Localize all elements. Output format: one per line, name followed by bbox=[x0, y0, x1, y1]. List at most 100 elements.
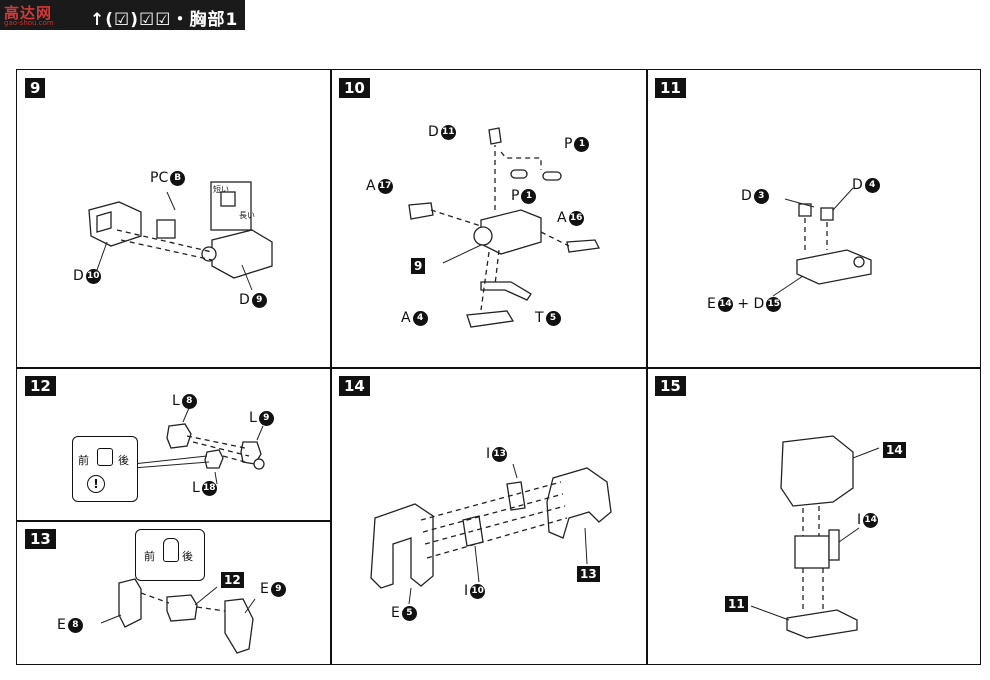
front-label: 前 bbox=[144, 550, 155, 563]
step-number: 12 bbox=[25, 376, 56, 396]
page-title: ↑(☑)☑☑・胸部1 bbox=[90, 10, 239, 30]
part-number: B bbox=[170, 170, 186, 186]
part-number: 4 bbox=[864, 177, 880, 193]
step-10-illustration bbox=[408, 127, 600, 328]
runner-letter: A bbox=[557, 210, 567, 226]
part-number: 15 bbox=[766, 296, 782, 312]
runner-letter: E bbox=[57, 617, 66, 633]
long-note: 長い bbox=[239, 211, 255, 220]
part-number: 9 bbox=[270, 581, 286, 597]
warning-icon: ! bbox=[87, 475, 105, 493]
part-number: 14 bbox=[717, 296, 733, 312]
step-13-illustration bbox=[100, 578, 256, 654]
runner-letter: A bbox=[366, 178, 376, 194]
runner-letter: D bbox=[73, 268, 84, 284]
sub-assembly-ref-11: 11 bbox=[725, 596, 748, 612]
plus-sign: + bbox=[737, 296, 750, 312]
step-number: 14 bbox=[339, 376, 370, 396]
runner-letter: E bbox=[260, 581, 269, 597]
orientation-note: 前 後 ! bbox=[72, 436, 138, 502]
back-label: 後 bbox=[118, 454, 129, 467]
runner-letter: I bbox=[486, 446, 491, 462]
step-number: 9 bbox=[25, 78, 46, 98]
part-number: 5 bbox=[401, 605, 417, 621]
short-note: 短い bbox=[213, 185, 229, 194]
runner-letter: E bbox=[391, 605, 400, 621]
step-12-illustration bbox=[132, 407, 265, 485]
step-number: 13 bbox=[25, 529, 56, 549]
runner-letter: I bbox=[857, 512, 862, 528]
runner-letter: P bbox=[511, 188, 520, 204]
runner-letter: L bbox=[249, 410, 257, 426]
orientation-part-icon bbox=[163, 538, 179, 562]
site-logo: 高达网 bbox=[4, 4, 53, 22]
step-number: 15 bbox=[655, 376, 686, 396]
part-number: 8 bbox=[67, 617, 83, 633]
step-number: 10 bbox=[339, 78, 370, 98]
runner-letter: PC bbox=[150, 170, 169, 186]
site-logo-url: gao-shou.com bbox=[4, 19, 54, 27]
part-number: 10 bbox=[85, 268, 101, 284]
orientation-part-icon bbox=[97, 448, 113, 466]
runner-letter: A bbox=[401, 310, 411, 326]
part-number: 13 bbox=[492, 446, 508, 462]
part-number: 1 bbox=[574, 136, 590, 152]
part-number: 11 bbox=[440, 124, 456, 140]
orientation-callout: 前 後 bbox=[135, 529, 205, 581]
part-number: 17 bbox=[377, 178, 393, 194]
step-11-illustration bbox=[772, 187, 872, 297]
runner-letter: E bbox=[707, 296, 716, 312]
runner-letter: D bbox=[741, 188, 752, 204]
part-number: 8 bbox=[181, 393, 197, 409]
runner-letter: T bbox=[535, 310, 544, 326]
sub-assembly-ref-13: 13 bbox=[577, 566, 600, 582]
part-number: 3 bbox=[753, 188, 769, 204]
part-number: 18 bbox=[201, 480, 217, 496]
part-number: 1 bbox=[521, 188, 537, 204]
runner-letter: P bbox=[564, 136, 573, 152]
step-15-illustration bbox=[750, 435, 880, 639]
step-9-illustration bbox=[88, 181, 273, 291]
manual-header: 高达网 gao-shou.com ↑(☑)☑☑・胸部1 bbox=[0, 0, 245, 30]
part-number: 9 bbox=[258, 410, 274, 426]
sub-assembly-ref-12: 12 bbox=[221, 572, 244, 588]
part-number: 16 bbox=[568, 210, 584, 226]
runner-letter: I bbox=[464, 583, 469, 599]
sub-assembly-ref-14: 14 bbox=[883, 442, 906, 458]
runner-letter: L bbox=[192, 480, 200, 496]
runner-letter: D bbox=[753, 296, 765, 312]
runner-letter: D bbox=[239, 292, 250, 308]
part-number: 14 bbox=[863, 512, 879, 528]
back-label: 後 bbox=[182, 550, 193, 563]
runner-letter: L bbox=[172, 393, 180, 409]
part-number: 9 bbox=[251, 292, 267, 308]
runner-letter: D bbox=[852, 177, 863, 193]
runner-letter: D bbox=[428, 124, 439, 140]
